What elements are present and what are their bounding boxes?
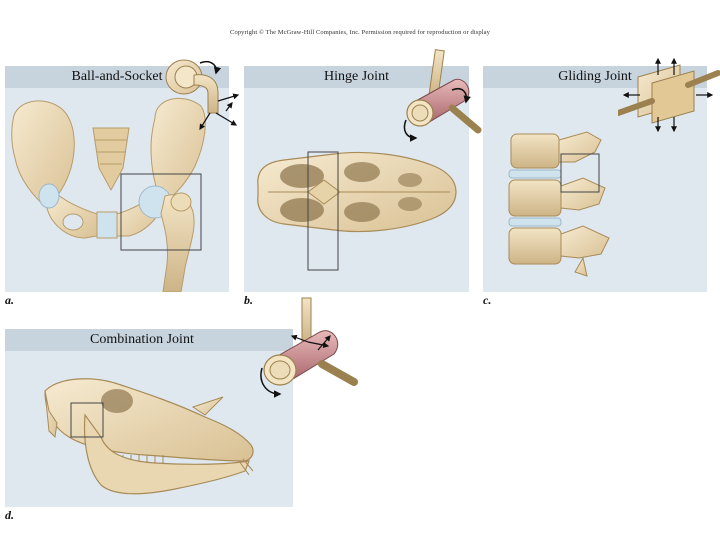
skull-top-view-illustration [257, 151, 457, 271]
panel-title-hinge-joint: Hinge Joint [244, 66, 469, 88]
panel-letter-a: a. [5, 293, 14, 307]
ball-socket-joint-icon [165, 59, 240, 131]
horse-skull-illustration [44, 378, 254, 495]
hinge-joint-icon [403, 49, 482, 142]
gliding-joint-icon [618, 57, 720, 133]
panel-title-combination-joint: Combination Joint [5, 329, 293, 351]
pelvis-femur-illustration [11, 97, 206, 292]
panel-letter-d: d. [5, 508, 14, 522]
panel-letter-c: c. [483, 293, 492, 307]
vertebrae-illustration [508, 131, 610, 277]
copyright-notice: Copyright © The McGraw-Hill Companies, I… [230, 29, 490, 36]
panel-ball-and-socket: Ball-and-Socket [5, 66, 229, 292]
panel-letter-b: b. [244, 293, 253, 307]
panel-combination-joint: Combination Joint [5, 329, 293, 507]
combination-joint-icon [260, 297, 358, 398]
